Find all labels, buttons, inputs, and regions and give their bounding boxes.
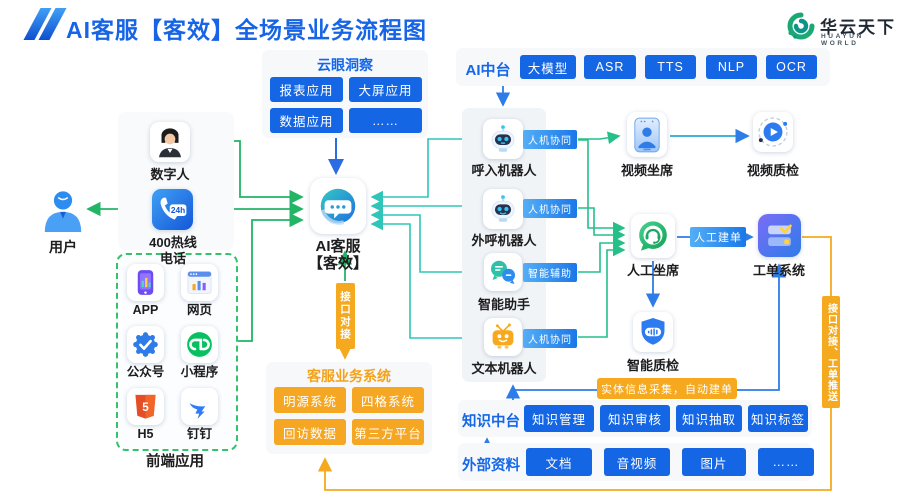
app-icon (127, 264, 164, 301)
ai-service-label-line1: AI客服 (315, 238, 361, 255)
video-qc-label: 视频质检 (746, 163, 799, 178)
h5-icon: 5 (127, 388, 164, 425)
robot-tag: 人机协同 (523, 130, 577, 149)
cloud-eye-item: 大屏应用 (349, 77, 422, 102)
biz-system-item: 明源系统 (274, 387, 346, 413)
auto-ticket-banner: 实体信息采集，自动建单 (597, 378, 737, 399)
robot-label: 呼入机器人 (471, 163, 537, 178)
smart-qc-icon (633, 312, 673, 352)
svg-text:5: 5 (142, 401, 149, 414)
ai-platform-item: ASR (584, 55, 636, 79)
hotline-icon: 24h (152, 189, 193, 230)
user-label: 用户 (49, 239, 77, 255)
frontend-item-label: H5 (137, 427, 154, 441)
hotline-label-line1: 400热线 (149, 235, 197, 250)
external-item: 文档 (526, 448, 592, 476)
knowledge-item: 知识管理 (524, 405, 594, 432)
brand-logo-icon (786, 11, 816, 41)
digital-human-icon (150, 122, 190, 162)
external-item: 音视频 (604, 448, 670, 476)
external-label: 外部资料 (462, 458, 520, 474)
outbound-robot-icon (483, 189, 523, 229)
frontend-title: 前端应用 (146, 454, 204, 470)
ai-platform-label: AI中台 (465, 62, 511, 79)
robot-tag: 智能辅助 (523, 263, 577, 282)
robot-tag: 人机协同 (523, 329, 577, 348)
cloud-eye-item: 报表应用 (270, 77, 343, 102)
inbound-robot-icon (483, 119, 523, 159)
frontend-item-label: APP (132, 303, 159, 317)
ai-service-icon (310, 178, 366, 234)
biz-system-title: 客服业务系统 (307, 368, 391, 384)
ticket-system-label: 工单系统 (752, 263, 805, 278)
human-agent-icon (631, 214, 675, 258)
dingtalk-icon (181, 388, 218, 425)
ai-platform-item: NLP (706, 55, 757, 79)
knowledge-label: 知识中台 (462, 414, 520, 430)
smart-assistant-icon (484, 253, 522, 291)
knowledge-item: 知识标签 (748, 405, 808, 432)
external-item: …… (758, 448, 814, 476)
frontend-item-label: 小程序 (180, 365, 219, 379)
robot-tag: 人机协同 (523, 199, 577, 218)
ai-platform-item: TTS (645, 55, 696, 79)
biz-system-item: 四格系统 (352, 387, 424, 413)
robot-label: 外呼机器人 (471, 233, 537, 248)
biz-system-item: 第三方平台 (352, 419, 424, 445)
hotline-label-line2: 电话 (159, 251, 186, 266)
text-robot-icon (484, 318, 522, 356)
mini-program-icon (181, 326, 218, 363)
interface-docking-badge: 接口对接 (336, 283, 355, 349)
smart-qc-label: 智能质检 (626, 358, 679, 373)
knowledge-item: 知识抽取 (676, 405, 742, 432)
webpage-icon (181, 264, 218, 301)
official-account-icon (127, 326, 164, 363)
frontend-item-label: 公众号 (126, 365, 165, 379)
frontend-item-label: 钉钉 (186, 427, 212, 441)
interface-push-badge: 接口对接、工单推送 (822, 296, 840, 408)
ticket-system-icon (758, 214, 801, 257)
manual-ticket-tag: 人工建单 (690, 227, 746, 247)
robot-label: 文本机器人 (471, 361, 537, 376)
page-title: AI客服【客效】全场景业务流程图 (66, 17, 427, 43)
ai-platform-item: 大模型 (520, 55, 576, 79)
digital-human-label: 数字人 (150, 167, 190, 182)
video-qc-icon (753, 112, 793, 152)
external-item: 图片 (682, 448, 746, 476)
cloud-eye-item: …… (349, 108, 422, 133)
video-agent-icon (627, 112, 667, 157)
brand-name-en: HUAYUN WORLD (821, 33, 864, 47)
ai-service-label-line2: 【客效】 (307, 255, 368, 272)
video-agent-label: 视频坐席 (620, 163, 673, 178)
cloud-eye-item: 数据应用 (270, 108, 343, 133)
cloud-eye-title: 云眼洞察 (317, 57, 373, 73)
user-icon (40, 186, 86, 234)
biz-system-item: 回访数据 (274, 419, 346, 445)
frontend-item-label: 网页 (186, 303, 212, 317)
svg-text:24h: 24h (171, 205, 185, 215)
brand-name: 华云天下 (820, 18, 896, 37)
knowledge-item: 知识审核 (600, 405, 670, 432)
human-agent-label: 人工坐席 (626, 263, 679, 278)
ai-platform-item: OCR (766, 55, 817, 79)
robot-label: 智能助手 (477, 297, 530, 312)
